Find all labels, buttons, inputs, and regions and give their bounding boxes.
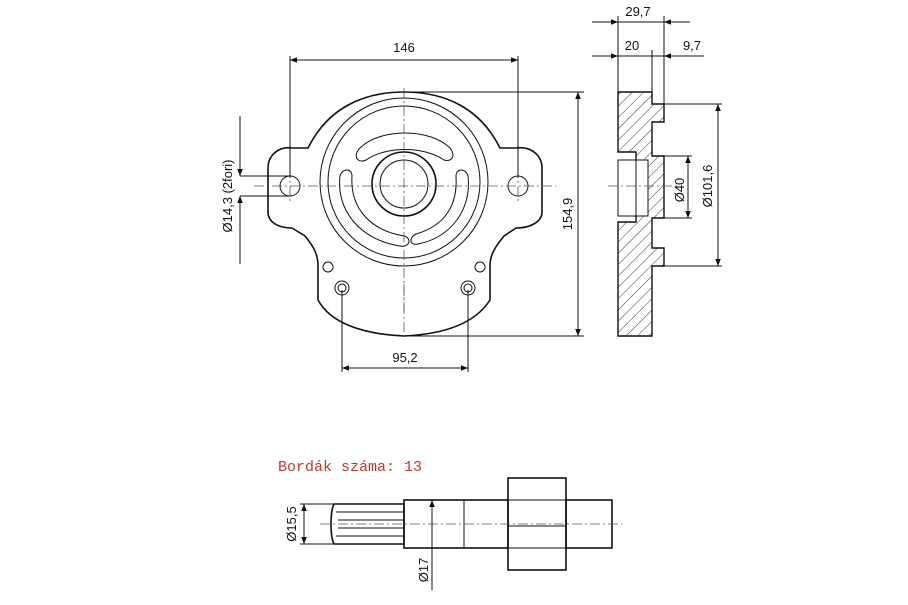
dimension-154-9: 154,9	[404, 91, 584, 337]
dim-17-label: Ø17	[416, 558, 431, 583]
flange-outline	[267, 91, 543, 337]
flange-side-section	[608, 91, 680, 337]
dimension-20: 20	[592, 38, 653, 92]
drive-shaft	[320, 477, 622, 571]
dimension-29-7: 29,7	[592, 4, 690, 104]
small-hole-1	[322, 261, 334, 273]
dim-hole-label: Ø14,3 (2fori)	[220, 160, 235, 233]
dimension-pilot-101-6: Ø101,6	[664, 103, 722, 267]
dimension-95-2: 95,2	[341, 290, 469, 372]
small-hole-2	[474, 261, 486, 273]
dim-101-6-label: Ø101,6	[700, 165, 715, 208]
dimension-hole-dia: Ø14,3 (2fori)	[220, 116, 292, 264]
spline-count-note: Bordák száma: 13	[278, 459, 422, 476]
dimension-shaft-15-5: Ø15,5	[284, 503, 334, 545]
dimension-shaft-17: Ø17	[416, 500, 435, 590]
kidney-slot	[355, 132, 454, 162]
splined-end	[330, 503, 405, 545]
flange-front-view	[254, 88, 556, 340]
kidney-slot-right	[410, 169, 469, 245]
dim-15-5-label: Ø15,5	[284, 506, 299, 541]
dimension-bore-40: Ø40	[664, 155, 692, 219]
dim-154-9-label: 154,9	[560, 198, 575, 231]
dim-40-label: Ø40	[672, 178, 687, 203]
dim-29-7-label: 29,7	[625, 4, 650, 19]
dim-20-label: 20	[625, 38, 639, 53]
dimension-146: 146	[289, 40, 519, 178]
dim-95-2-label: 95,2	[392, 350, 417, 365]
dimension-9-7: 9,7	[652, 38, 704, 59]
section-bore	[617, 159, 649, 217]
dim-9-7-label: 9,7	[683, 38, 701, 53]
dim-146-label: 146	[393, 40, 415, 55]
